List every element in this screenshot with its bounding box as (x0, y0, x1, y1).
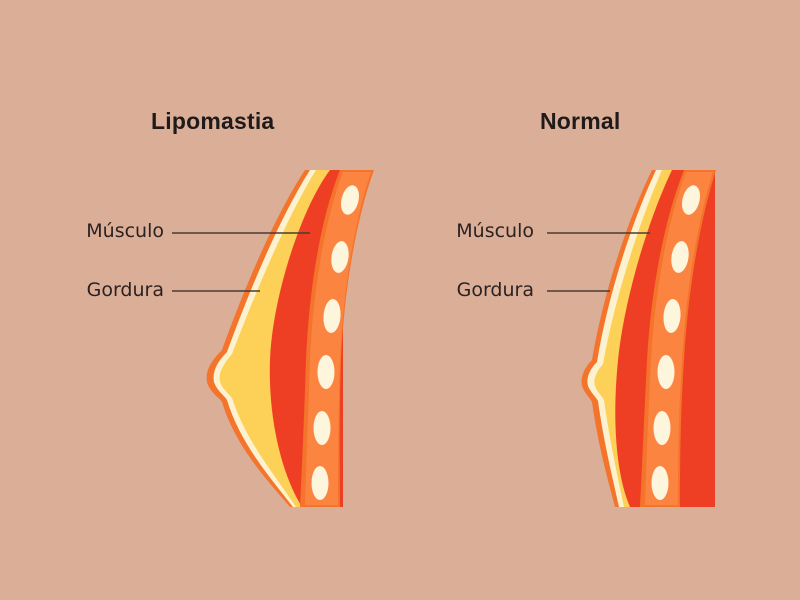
lipomastia-muscle-label: Músculo (86, 220, 164, 242)
normal-rib-6 (651, 466, 669, 500)
lipomastia-rib-2 (331, 241, 349, 273)
normal-rib-1 (681, 185, 701, 215)
lipomastia-rib-1 (340, 185, 360, 215)
lipomastia-rib-3 (323, 299, 341, 333)
normal-fat-label: Gordura (456, 279, 534, 301)
normal-rib-3 (663, 299, 681, 333)
normal-cross-section (547, 170, 716, 507)
lipomastia-fat-label: Gordura (86, 279, 164, 301)
lipomastia-rib-4 (317, 355, 335, 389)
normal-title: Normal (540, 108, 621, 134)
lipomastia-title: Lipomastia (151, 108, 275, 134)
normal-rib-5 (653, 411, 671, 445)
lipomastia-rib-6 (311, 466, 329, 500)
normal-rib-4 (657, 355, 675, 389)
lipomastia-rib-5 (313, 411, 331, 445)
normal-muscle-label: Músculo (456, 220, 534, 242)
normal-rib-2 (671, 241, 689, 273)
lipomastia-cross-section (172, 170, 374, 507)
